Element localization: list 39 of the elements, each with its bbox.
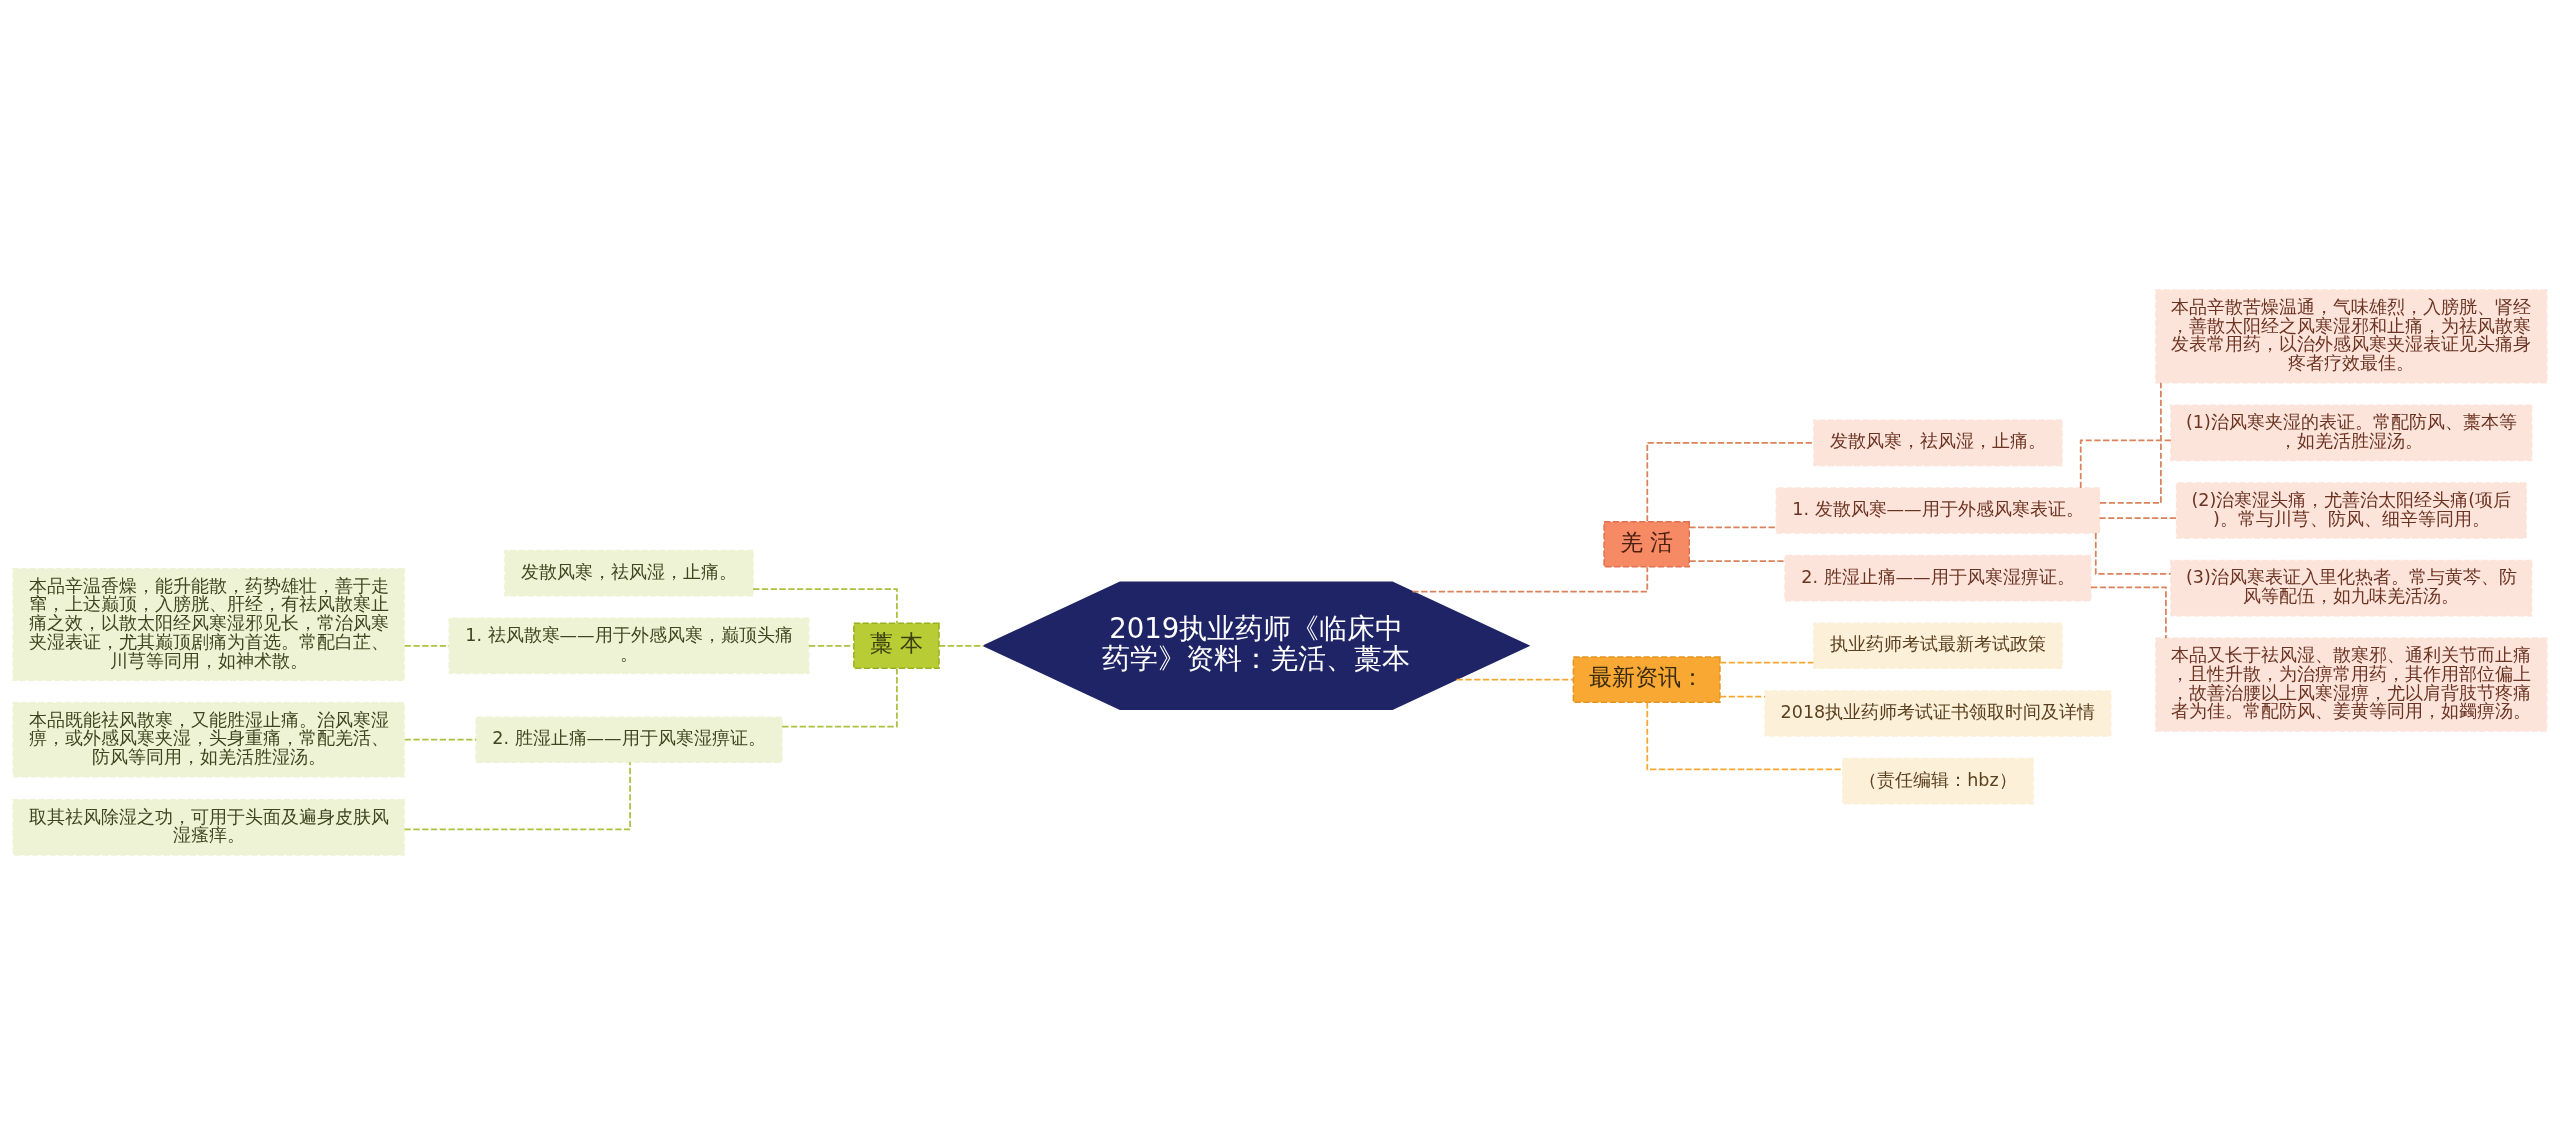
node-box: 最新资讯： bbox=[1572, 655, 1721, 703]
node-box: 本品又长于祛风湿、散寒邪、通利关节而止痛，且性升散，为治痹常用药，其作用部位偏上，故善治腰以上风寒湿痹，尤以肩背肢节疼痛者为佳。常配防风、姜黄等同用，如蠲痹汤。 bbox=[2155, 637, 2548, 732]
connector bbox=[807, 644, 855, 647]
connector bbox=[403, 760, 631, 830]
node-box: 执业药师考试最新考试政策 bbox=[1813, 622, 2063, 669]
node-box: (1)治风寒夹湿的表证。常配防风、藁本等，如羌活胜湿汤。 bbox=[2170, 404, 2533, 461]
connector bbox=[2094, 531, 2172, 575]
connector bbox=[1688, 559, 1786, 562]
connector bbox=[752, 587, 898, 624]
node-box: 2018执业药师考试证书领取时间及详情 bbox=[1764, 689, 2112, 737]
node-box: 本品辛散苦燥温通，气味雄烈，入膀胱、肾经，善散太阳经之风寒湿邪和止痛，为祛风散寒发表常用药，以治外感风寒夹湿表证见头痛身疼者疗效最佳。 bbox=[2155, 288, 2548, 383]
connector bbox=[1719, 661, 1815, 664]
node-box: 发散风寒，祛风湿，止痛。 bbox=[1813, 419, 2063, 466]
node-box: 取其祛风除湿之功，可用于头面及遍身皮肤风湿瘙痒。 bbox=[12, 798, 405, 856]
node-box: 1. 发散风寒——用于外感风寒表证。 bbox=[1775, 486, 2101, 534]
connector bbox=[403, 738, 477, 741]
connector bbox=[2079, 438, 2172, 489]
connector bbox=[2099, 381, 2162, 504]
connector bbox=[1455, 678, 1575, 680]
connector bbox=[2098, 516, 2178, 519]
connector bbox=[1688, 526, 1777, 528]
node-box: 羌 活 bbox=[1603, 520, 1690, 568]
node-box: 本品既能祛风散寒，又能胜湿止痛。治风寒湿痹，或外感风寒夹湿，头身重痛，常配羌活、防风等同用，如羌活胜湿汤。 bbox=[12, 701, 405, 777]
connector bbox=[1646, 700, 1844, 770]
node-box: （责任编辑：hbz） bbox=[1841, 757, 2034, 804]
node-box: 发散风寒，祛风湿，止痛。 bbox=[504, 549, 754, 596]
node-box: (2)治寒湿头痛，尤善治太阳经头痛(项后)。常与川芎、防风、细辛等同用。 bbox=[2175, 481, 2527, 539]
connector bbox=[938, 644, 985, 647]
connector bbox=[2090, 585, 2167, 639]
node-box: 2. 胜湿止痛——用于风寒湿痹证。 bbox=[475, 715, 783, 763]
node-box: 藁 本 bbox=[853, 622, 940, 669]
node-box: (3)治风寒表证入里化热者。常与黄芩、防风等配伍，如九味羌活汤。 bbox=[2170, 559, 2533, 616]
connector bbox=[781, 667, 898, 727]
connector bbox=[1411, 566, 1649, 592]
node-box: 2. 胜湿止痛——用于风寒湿痹证。 bbox=[1784, 554, 2092, 601]
node-box: 1. 祛风散寒——用于外感风寒，巅顶头痛。 bbox=[448, 616, 810, 674]
connector bbox=[1719, 695, 1766, 697]
connector bbox=[1646, 441, 1815, 522]
node-box: 本品辛温香燥，能升能散，药势雄壮，善于走窜，上达巅顶，入膀胱、肝经，有祛风散寒止痛之效，以散太阳经风寒湿邪见长，常治风寒夹湿表证，尤其巅顶剧痛为首选。常配白芷、川芎等同用，如神术散。 bbox=[12, 567, 405, 681]
